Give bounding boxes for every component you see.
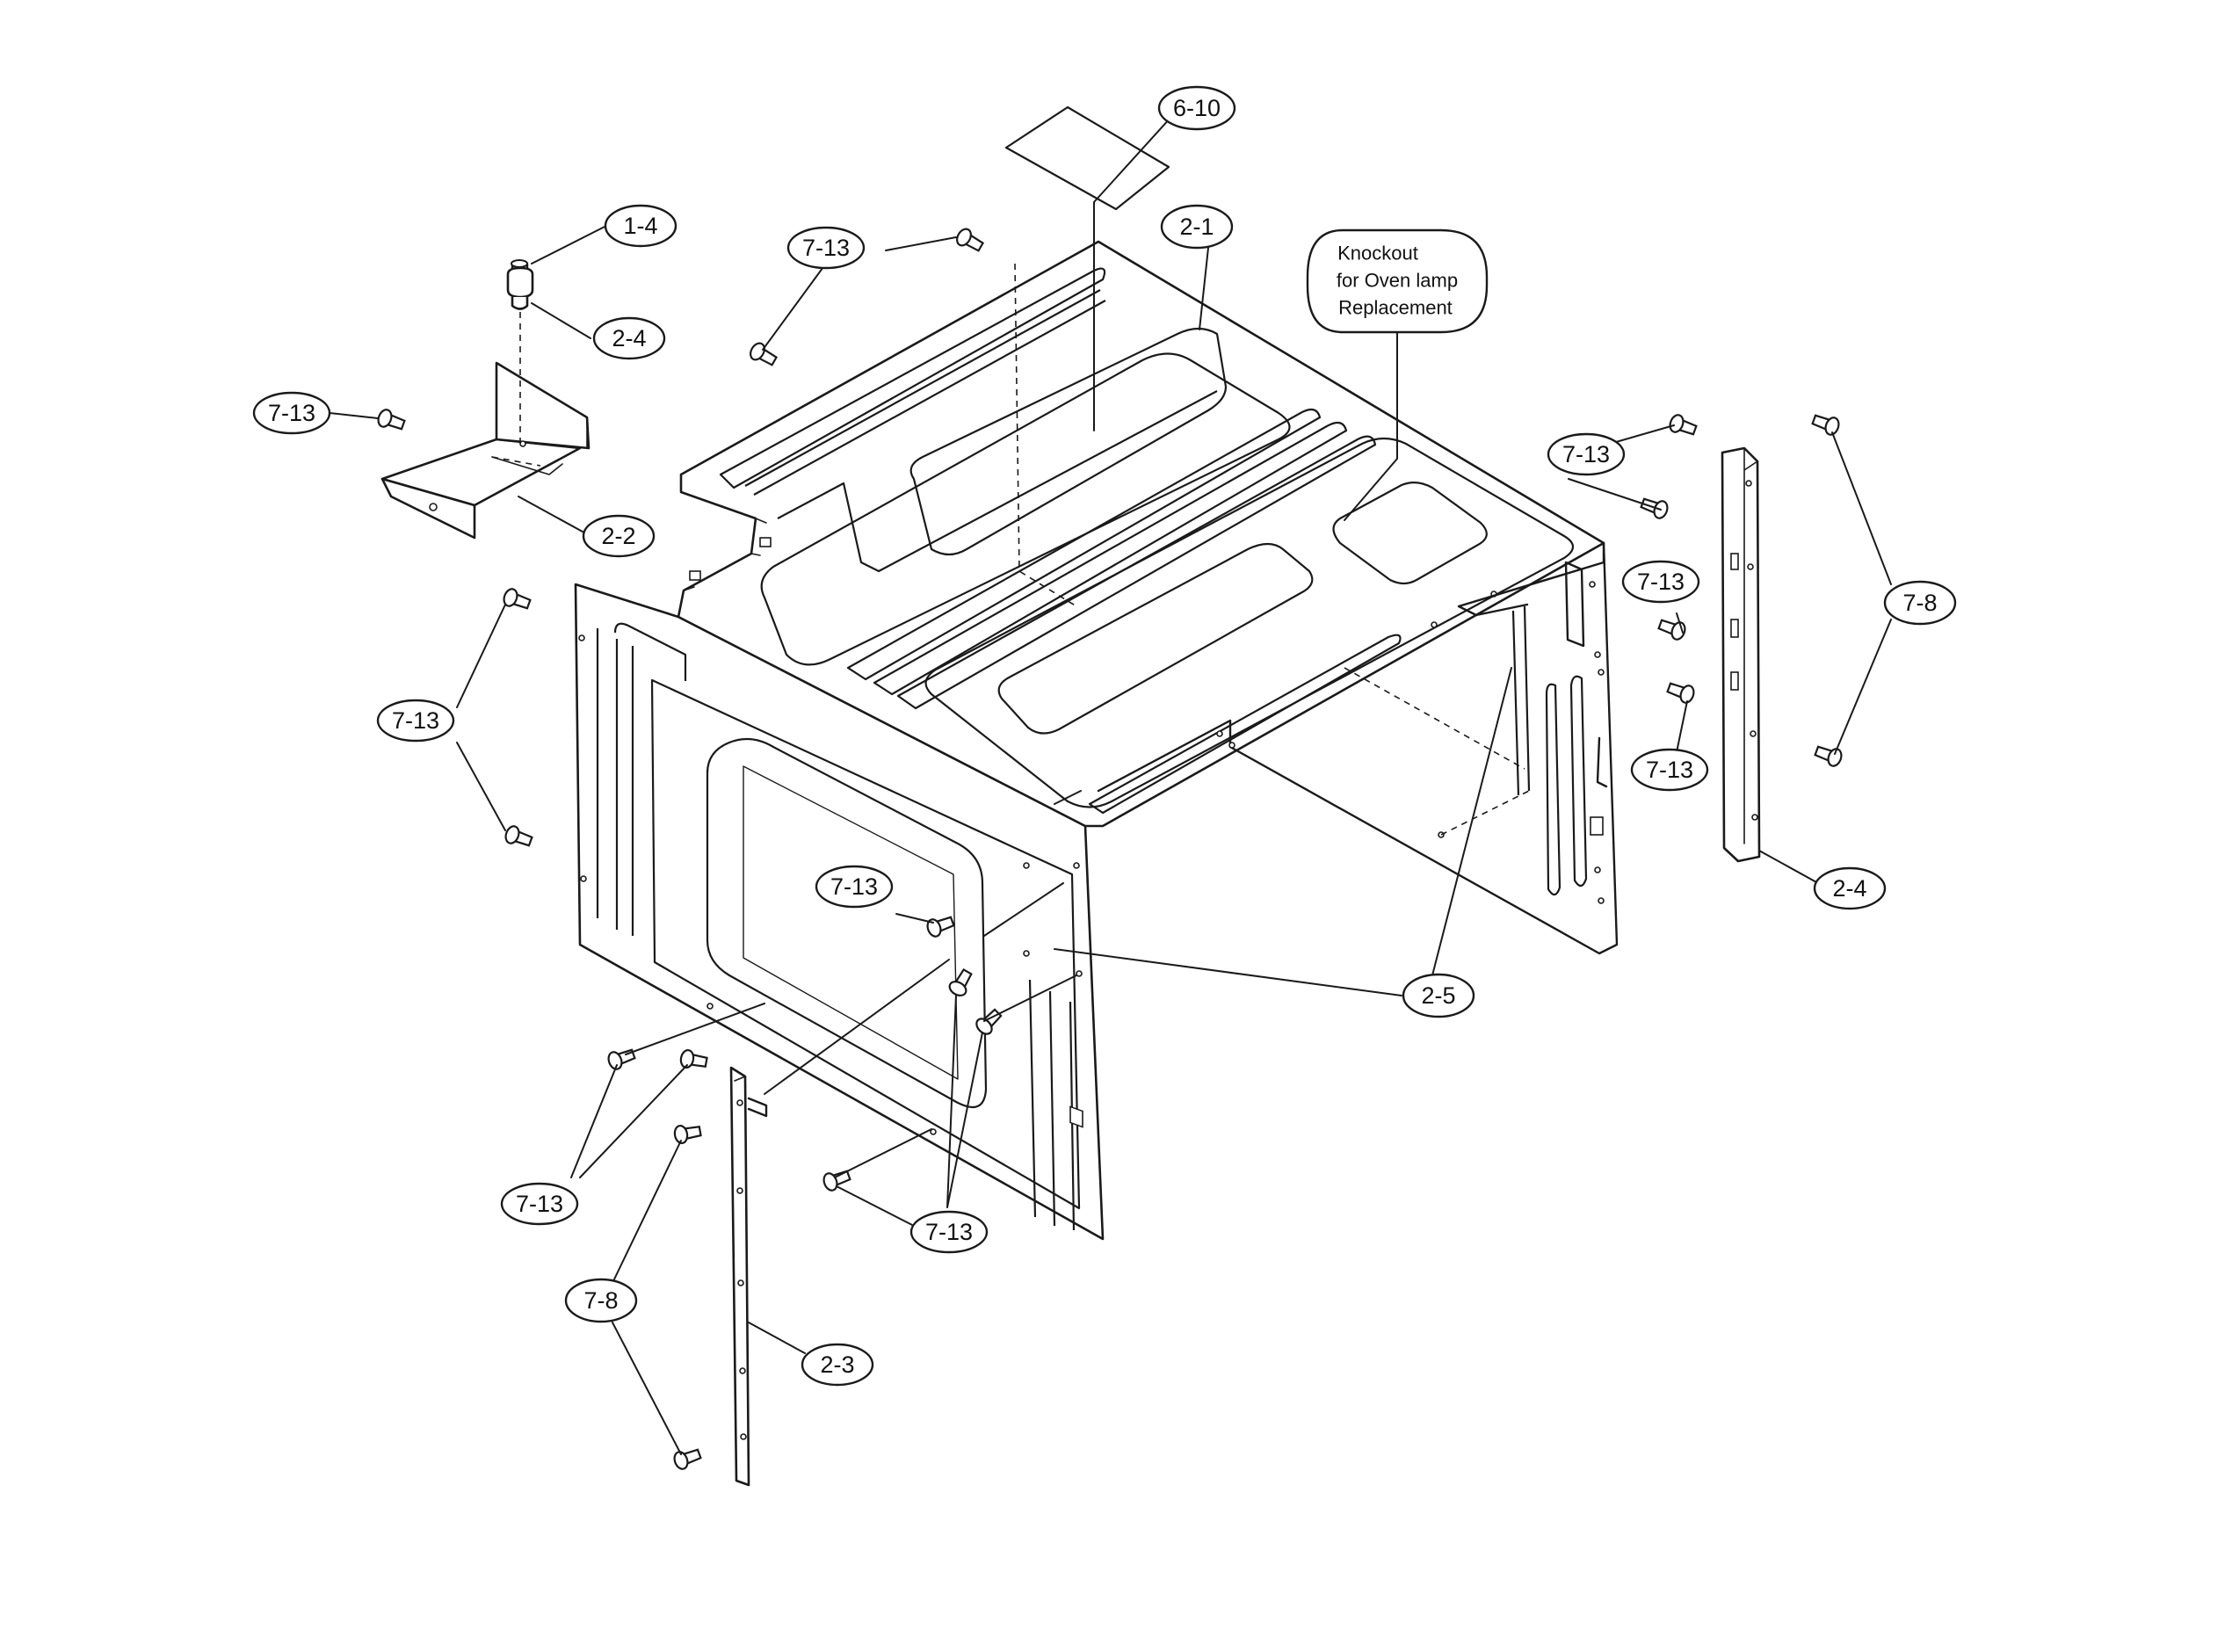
screw bbox=[673, 1448, 702, 1470]
screw bbox=[975, 1008, 1003, 1035]
knockout-note-box: Knockout for Oven lamp Replacement bbox=[1306, 228, 1489, 521]
screw bbox=[956, 228, 985, 252]
screw bbox=[607, 1048, 636, 1070]
screw bbox=[1814, 745, 1843, 767]
top-panel bbox=[677, 240, 1605, 828]
note-line-1: Knockout bbox=[1337, 243, 1418, 264]
note-line-2: for Oven lamp bbox=[1337, 270, 1458, 292]
leader-lines bbox=[329, 107, 1892, 1455]
callout-2-4-right: 2-4 bbox=[1813, 866, 1887, 910]
svg-text:2-3: 2-3 bbox=[820, 1351, 854, 1378]
callout-2-4-top: 2-4 bbox=[592, 316, 666, 360]
screw bbox=[1666, 682, 1695, 704]
svg-text:7-13: 7-13 bbox=[1637, 569, 1685, 595]
callout-2-1: 2-1 bbox=[1160, 204, 1234, 250]
callout-2-5: 2-5 bbox=[1402, 973, 1475, 1018]
svg-text:1-4: 1-4 bbox=[623, 213, 657, 239]
svg-text:7-8: 7-8 bbox=[1902, 590, 1937, 616]
screw bbox=[377, 409, 406, 431]
svg-text:7-13: 7-13 bbox=[925, 1219, 973, 1245]
callout-2-3: 2-3 bbox=[801, 1343, 874, 1387]
screw bbox=[1657, 619, 1686, 641]
callout-7-8-left: 7-8 bbox=[564, 1278, 638, 1323]
svg-text:7-8: 7-8 bbox=[583, 1287, 618, 1314]
svg-text:6-10: 6-10 bbox=[1173, 95, 1221, 121]
svg-text:2-4: 2-4 bbox=[1832, 875, 1866, 902]
callout-1-4: 1-4 bbox=[604, 204, 677, 248]
screw bbox=[1669, 414, 1698, 436]
svg-text:2-4: 2-4 bbox=[612, 325, 646, 351]
screws bbox=[377, 228, 1843, 1470]
callout-7-13-c: 7-13 bbox=[1547, 432, 1626, 476]
svg-text:2-2: 2-2 bbox=[601, 523, 635, 549]
callout-7-13-e: 7-13 bbox=[1630, 748, 1709, 792]
callout-7-8-right: 7-8 bbox=[1883, 580, 1957, 626]
svg-text:7-13: 7-13 bbox=[830, 873, 878, 900]
svg-text:7-13: 7-13 bbox=[1562, 441, 1610, 467]
screw bbox=[673, 1124, 702, 1145]
right-strap bbox=[1721, 446, 1761, 863]
svg-text:7-13: 7-13 bbox=[802, 235, 850, 261]
screw bbox=[1811, 414, 1840, 436]
callout-7-13-i: 7-13 bbox=[500, 1182, 579, 1226]
callout-7-13-d: 7-13 bbox=[1621, 560, 1700, 604]
screw bbox=[822, 1170, 851, 1192]
svg-text:7-13: 7-13 bbox=[516, 1191, 563, 1217]
svg-text:7-13: 7-13 bbox=[392, 707, 439, 734]
callout-7-13-a: 7-13 bbox=[252, 391, 331, 435]
callouts: 1-4 2-4 7-13 2-2 7-13 6-10 2-1 7-13 7-8 … bbox=[252, 85, 1957, 1387]
callout-7-13-h: 7-13 bbox=[909, 1210, 989, 1254]
left-strap bbox=[729, 1066, 768, 1487]
screw bbox=[503, 588, 532, 610]
note-line-3: Replacement bbox=[1338, 297, 1453, 319]
cover-bracket bbox=[380, 361, 591, 540]
screw bbox=[948, 967, 973, 996]
left-side-panel bbox=[574, 583, 1105, 1241]
callout-6-10: 6-10 bbox=[1157, 85, 1236, 131]
svg-text:7-13: 7-13 bbox=[268, 400, 315, 426]
rear-right-panel bbox=[1097, 541, 1619, 955]
svg-text:2-5: 2-5 bbox=[1421, 982, 1455, 1009]
label-sheet bbox=[1004, 105, 1170, 211]
callout-7-13-g: 7-13 bbox=[815, 865, 894, 909]
callout-7-13-f: 7-13 bbox=[376, 699, 455, 743]
svg-text:7-13: 7-13 bbox=[1646, 757, 1693, 783]
screw bbox=[926, 916, 955, 938]
callout-2-2: 2-2 bbox=[582, 514, 656, 558]
small-part-top bbox=[506, 259, 534, 444]
screw bbox=[504, 825, 533, 847]
svg-text:2-1: 2-1 bbox=[1179, 214, 1214, 240]
screw bbox=[750, 342, 779, 366]
callout-7-13-b: 7-13 bbox=[786, 226, 866, 270]
